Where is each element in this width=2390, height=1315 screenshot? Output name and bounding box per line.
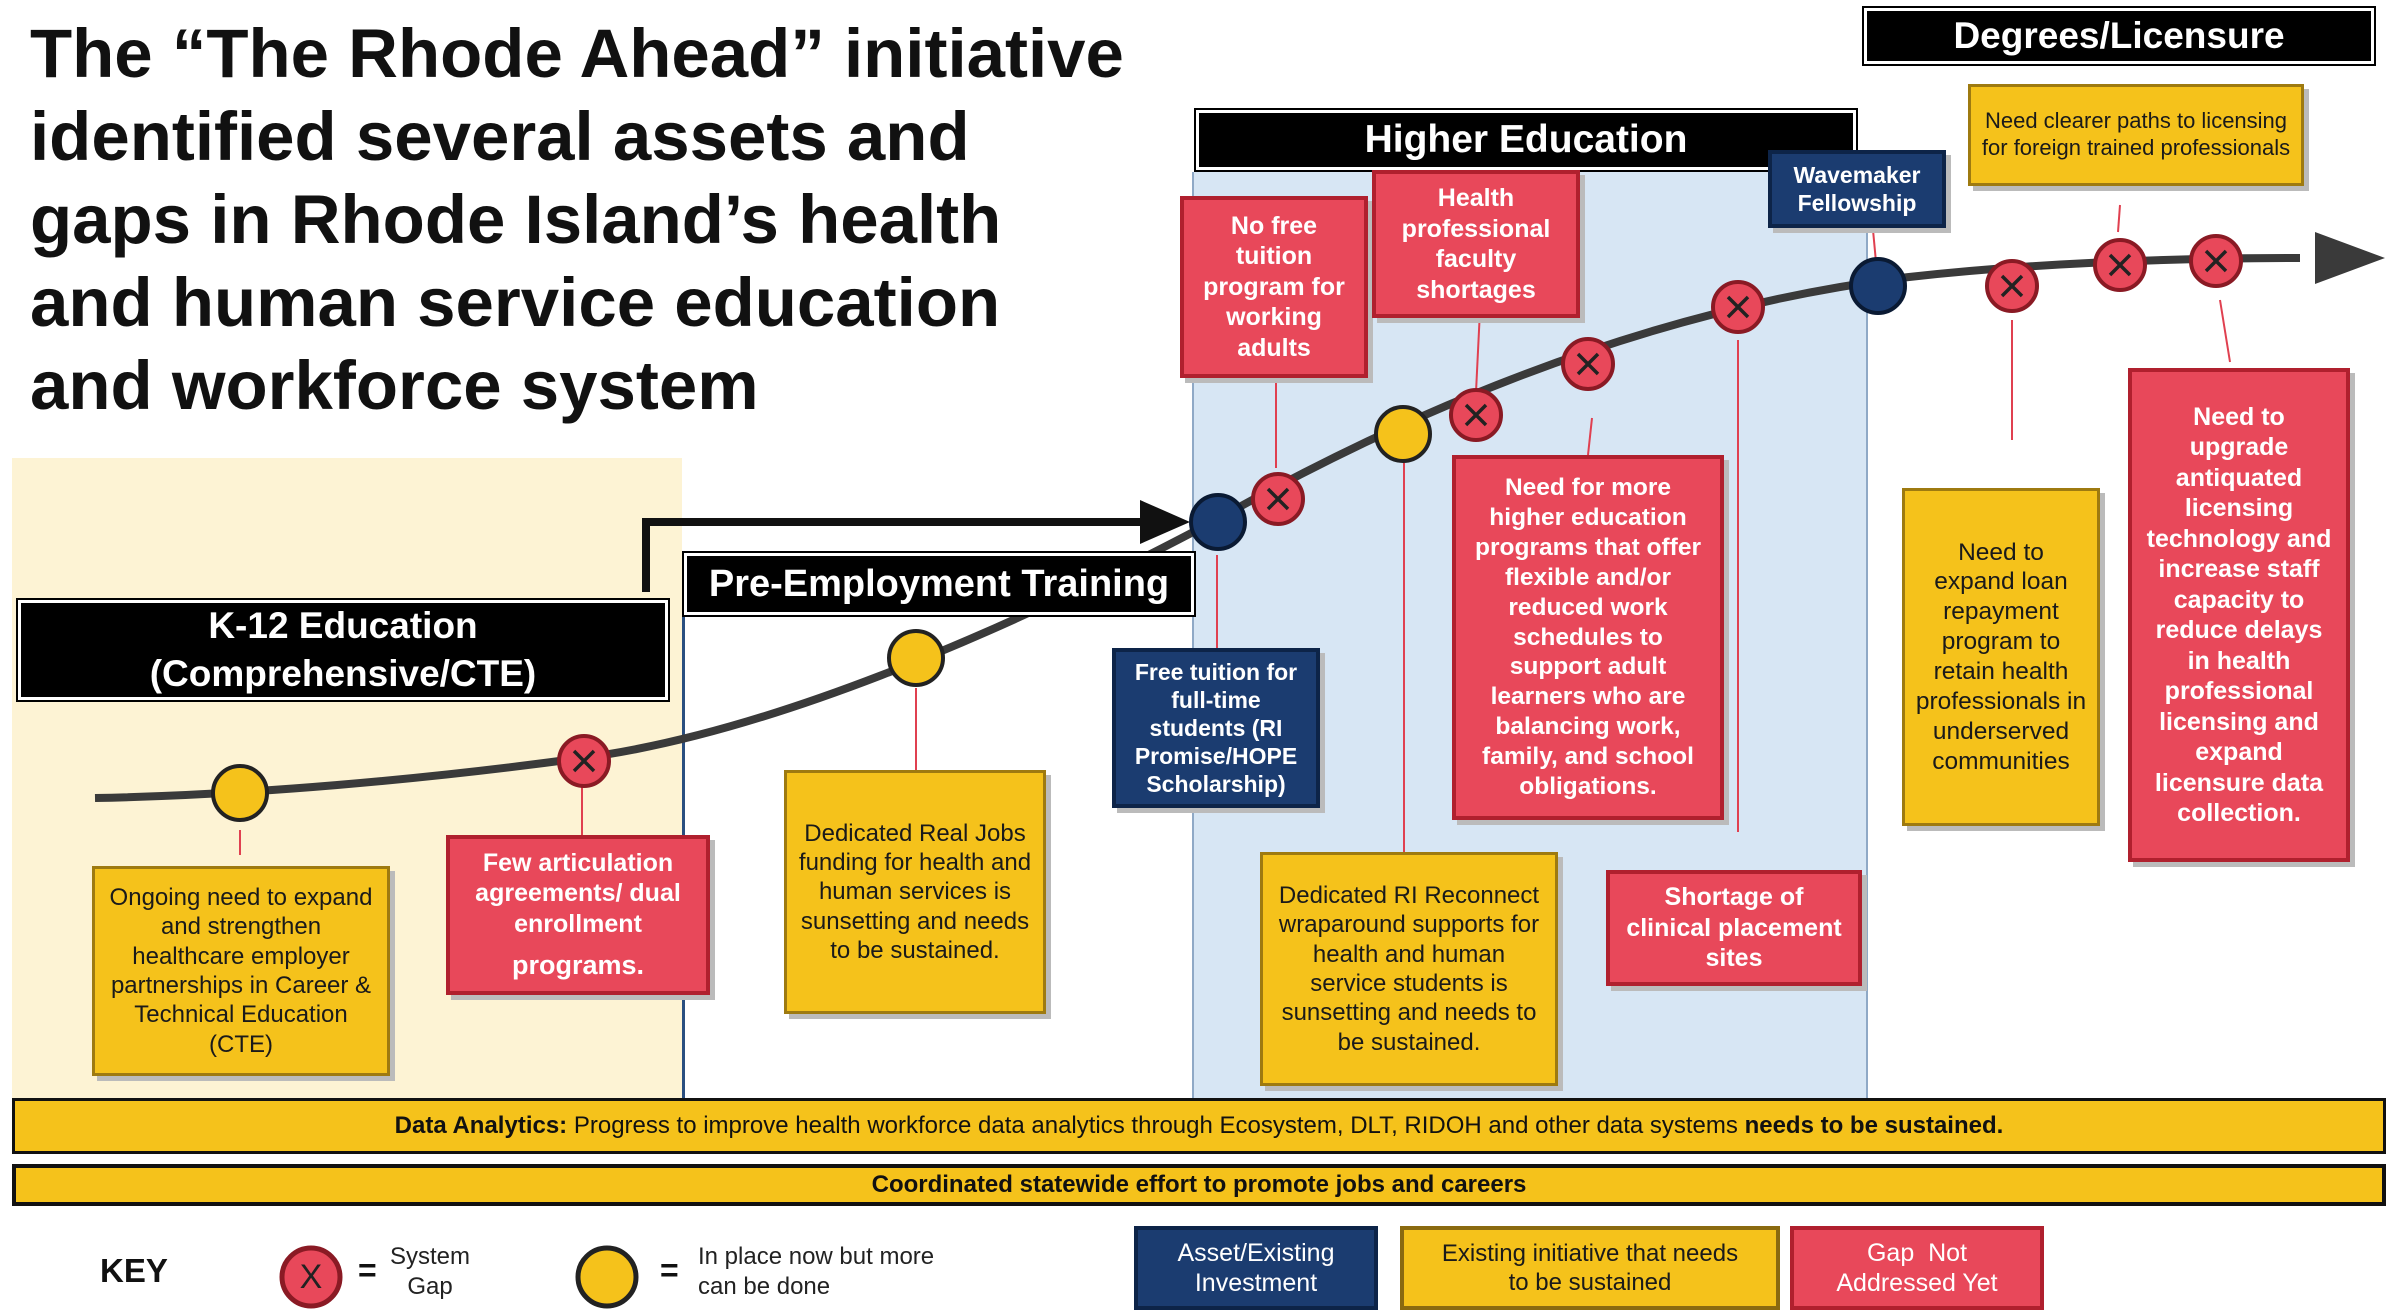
stage-header-higher-education-label: Higher Education	[1364, 118, 1688, 161]
connector-line	[1587, 417, 1593, 456]
transition-arrowhead	[1140, 500, 1190, 544]
gap-marker	[1984, 258, 2040, 319]
callout-foreign-trained: Need clearer paths to licensing for fore…	[1968, 84, 2304, 186]
callout-loan-repayment: Need to expand loan repayment program to…	[1902, 488, 2100, 826]
stage-header-degrees-licensure-label: Degrees/Licensure	[1953, 15, 2285, 56]
callout-licensing-technology: Need to upgrade antiquated licensing tec…	[2128, 368, 2350, 862]
callout-real-jobs: Dedicated Real Jobs funding for health a…	[784, 770, 1046, 1014]
callout-ri-reconnect: Dedicated RI Reconnect wraparound suppor…	[1260, 852, 1558, 1086]
callout-foreign-trained-text: Need clearer paths to licensing for fore…	[1981, 108, 2291, 160]
callout-wavemaker-fellowship-text: Wavemaker Fellowship	[1793, 161, 1921, 216]
gap-marker	[1710, 279, 1766, 340]
connector-line	[2117, 204, 2121, 233]
transition-arrow	[642, 518, 1150, 592]
callout-real-jobs-text: Dedicated Real Jobs funding for health a…	[798, 819, 1032, 964]
callout-licensing-technology-text: Need to upgrade antiquated licensing tec…	[2146, 402, 2332, 828]
gap-marker	[1250, 471, 1306, 532]
gap-marker	[1560, 336, 1616, 397]
key-label: KEY	[100, 1252, 168, 1289]
key-existing-line1: Existing initiative that needs	[1441, 1239, 1739, 1267]
title-line: and human service education	[30, 264, 1001, 341]
key-existing-box: Existing initiative that needs to be sus…	[1400, 1226, 1780, 1310]
callout-cte-partnerships-text: Ongoing need to expand and strengthen he…	[109, 884, 373, 1058]
coordinated-effort-text: Coordinated statewide effort to promote …	[871, 1171, 1527, 1198]
in-place-marker	[209, 762, 271, 829]
key-not-addressed-box: Gap Not Addressed Yet	[1790, 1226, 2044, 1310]
callout-ri-reconnect-text: Dedicated RI Reconnect wraparound suppor…	[1278, 882, 1540, 1056]
connector-line	[1872, 229, 1877, 263]
data-analytics-text: Progress to improve health workforce dat…	[567, 1112, 1745, 1139]
in-place-marker	[1372, 403, 1434, 470]
key-in-place-icon	[574, 1244, 640, 1315]
stage-header-higher-education: Higher Education	[1196, 110, 1856, 170]
asset-marker	[1187, 491, 1249, 558]
callout-articulation-agreements: Few articulation agreements/ dual enroll…	[446, 835, 710, 995]
key-gap-equals: =	[358, 1252, 377, 1288]
title-line: identified several assets and	[30, 98, 970, 175]
stage-header-degrees-licensure: Degrees/Licensure	[1864, 8, 2374, 64]
callout-articulation-text-end: programs.	[511, 950, 645, 981]
title-line: and workforce system	[30, 347, 759, 424]
key-asset-line2: Investment	[1194, 1269, 1318, 1297]
key-in-place-equals: =	[660, 1252, 679, 1288]
callout-flexible-programs: Need for more higher education programs …	[1452, 455, 1724, 820]
callout-free-tuition-students: Free tuition for full-time students (RI …	[1112, 648, 1320, 808]
callout-flexible-programs-text: Need for more higher education programs …	[1475, 474, 1701, 800]
callout-articulation-text: Few articulation agreements/ dual enroll…	[475, 848, 681, 938]
callout-loan-repayment-text: Need to expand loan repayment program to…	[1915, 538, 2087, 775]
asset-marker	[1847, 255, 1909, 322]
key-in-place-line1: In place now but more	[698, 1243, 935, 1270]
key-asset-box: Asset/Existing Investment	[1134, 1226, 1378, 1310]
connector-line	[1475, 309, 1481, 393]
callout-cte-partnerships: Ongoing need to expand and strengthen he…	[92, 866, 390, 1076]
gap-marker	[2092, 237, 2148, 298]
key-gap-line1: System	[389, 1243, 470, 1270]
key-existing-line2: to be sustained	[1508, 1269, 1672, 1296]
data-analytics-label: Data Analytics:	[394, 1112, 568, 1139]
pathway-arrowhead	[2315, 232, 2385, 284]
callout-no-free-tuition-adults-text: No free tuition program for working adul…	[1203, 211, 1345, 362]
callout-free-tuition-students-text: Free tuition for full-time students (RI …	[1134, 658, 1298, 798]
page-title: The “The Rhode Ahead” initiative identif…	[30, 12, 1170, 427]
stage-header-k12-line2: (Comprehensive/CTE)	[149, 653, 537, 694]
coordinated-effort-bar: Coordinated statewide effort to promote …	[12, 1164, 2386, 1206]
callout-faculty-shortages: Health professional faculty shortages	[1372, 170, 1580, 318]
stage-header-pre-employment-label: Pre-Employment Training	[708, 562, 1170, 605]
key-not-addressed-line1: Gap Not	[1866, 1238, 1968, 1267]
key-in-place-text: In place now but more can be done	[698, 1242, 998, 1302]
connector-line	[2219, 299, 2231, 363]
gap-marker	[1448, 387, 1504, 448]
in-place-marker	[885, 627, 947, 694]
data-analytics-bold-end: needs to be sustained.	[1744, 1112, 2004, 1139]
key-in-place-line2: can be done	[698, 1273, 831, 1300]
title-line: gaps in Rhode Island’s health	[30, 181, 1002, 258]
callout-wavemaker-fellowship: Wavemaker Fellowship	[1768, 150, 1946, 228]
callout-clinical-placement: Shortage of clinical placement sites	[1606, 870, 1862, 986]
key-not-addressed-line2: Addressed Yet	[1836, 1269, 1998, 1297]
data-analytics-bar: Data Analytics: Progress to improve heal…	[12, 1098, 2386, 1154]
callout-faculty-shortages-text: Health professional faculty shortages	[1401, 184, 1551, 304]
key-asset-line1: Asset/Existing	[1177, 1238, 1335, 1267]
key-gap-icon: X	[278, 1244, 344, 1315]
gap-marker	[2188, 233, 2244, 294]
key-gap-icon-symbol: X	[299, 1257, 323, 1296]
stage-header-k12-line1: K-12 Education	[208, 605, 478, 646]
key-gap-line2: Gap	[407, 1273, 453, 1300]
stage-header-pre-employment: Pre-Employment Training	[684, 553, 1194, 615]
title-line: The “The Rhode Ahead” initiative	[30, 15, 1124, 92]
callout-no-free-tuition-adults: No free tuition program for working adul…	[1180, 196, 1368, 378]
key-gap-text: System Gap	[370, 1242, 490, 1302]
callout-clinical-placement-text: Shortage of clinical placement sites	[1626, 883, 1842, 973]
gap-marker	[556, 733, 612, 794]
stage-header-k12: K-12 Education (Comprehensive/CTE)	[18, 600, 668, 700]
